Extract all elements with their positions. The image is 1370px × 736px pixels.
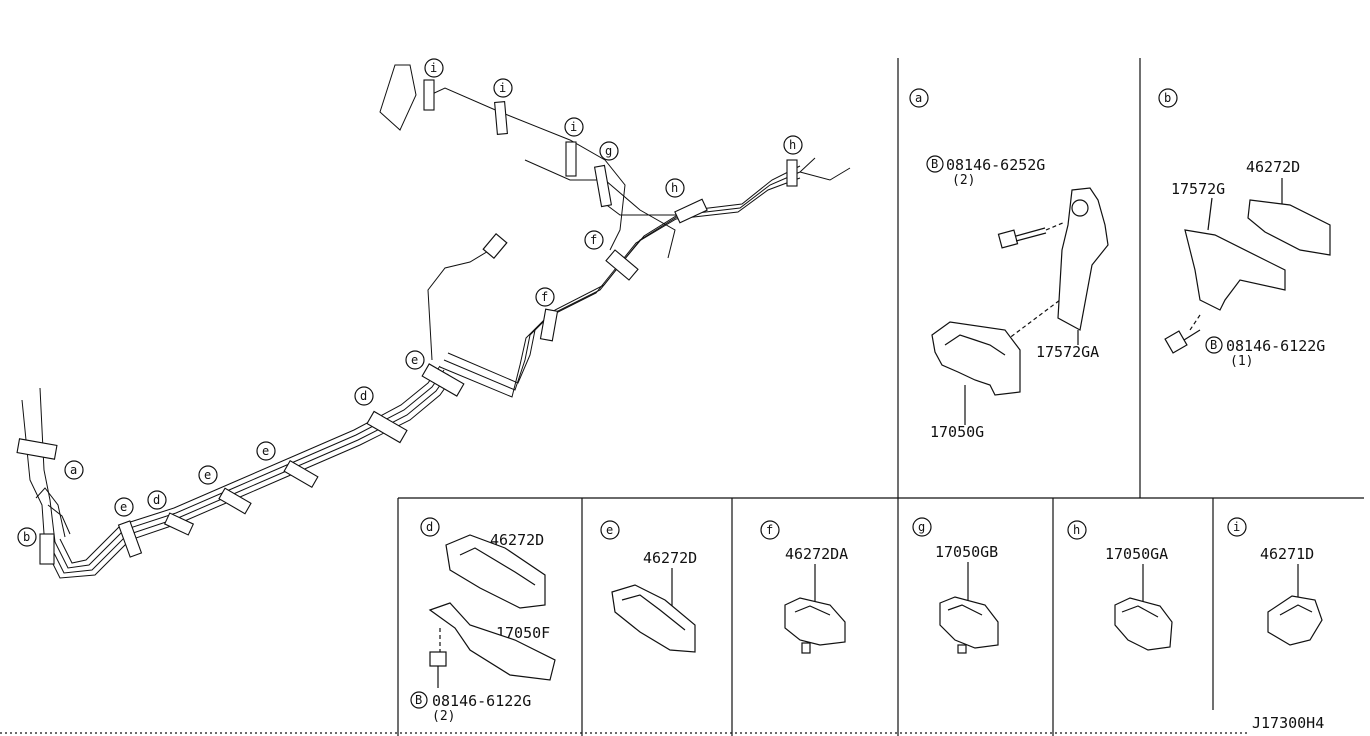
svg-text:d: d	[153, 493, 160, 507]
panel-f-clip-pn: 46272DA	[785, 545, 848, 563]
svg-text:h: h	[671, 181, 678, 195]
svg-text:f: f	[590, 233, 597, 247]
panel-a: a B 08146-6252G (2) 17572GA 17050G	[909, 88, 1109, 441]
callout-f1: f	[535, 287, 555, 307]
callout-i2: i	[493, 78, 513, 98]
callout-a: a	[64, 460, 84, 480]
panel-d: d 46272D 17050F B 08146-6122G (2)	[410, 517, 556, 724]
panel-b: b 46272D 17572G B 08146-6122G (1)	[1158, 88, 1331, 369]
svg-text:i: i	[570, 120, 577, 134]
svg-text:a: a	[915, 91, 922, 105]
panel-d-bolt-pn: 08146-6122G	[432, 692, 531, 710]
svg-text:h: h	[1073, 523, 1080, 537]
callout-e1: e	[114, 497, 134, 517]
svg-text:i: i	[1233, 520, 1240, 534]
panel-h-clip-pn: 17050GA	[1105, 545, 1168, 563]
panel-g: g 17050GB	[912, 517, 999, 654]
main-tube-assembly	[21, 64, 851, 579]
callout-g: g	[599, 141, 619, 161]
panel-a-bolt-qty: (2)	[952, 173, 975, 188]
panel-a-bracket-pn: 17572GA	[1036, 343, 1099, 361]
svg-text:B: B	[415, 693, 422, 707]
svg-text:e: e	[204, 468, 211, 482]
callout-e2: e	[198, 465, 218, 485]
panel-h: h 17050GA	[1067, 520, 1173, 651]
callout-e4: e	[405, 350, 425, 370]
panel-e-clip-pn: 46272D	[643, 549, 697, 567]
callout-e3: e	[256, 441, 276, 461]
panel-b-bracket-pn: 17572G	[1171, 180, 1225, 198]
svg-text:i: i	[430, 61, 437, 75]
callout-f2: f	[584, 230, 604, 250]
panel-d-bolt-qty: (2)	[432, 709, 455, 724]
panel-b-bolt-qty: (1)	[1230, 354, 1253, 369]
svg-text:e: e	[411, 353, 418, 367]
panel-a-clamp-pn: 17050G	[930, 423, 984, 441]
panel-e: e 46272D	[600, 520, 697, 653]
svg-text:B: B	[1210, 338, 1217, 352]
callout-b: b	[17, 527, 37, 547]
callout-d2: d	[354, 386, 374, 406]
panel-i: i 46271D	[1227, 517, 1323, 646]
panel-g-clip-pn: 17050GB	[935, 543, 998, 561]
callout-i3: i	[424, 58, 444, 78]
main-callouts: a b e d e e d e f f h g i i i h	[17, 58, 803, 547]
panel-d-bracket-pn: 17050F	[496, 624, 550, 642]
svg-text:g: g	[918, 520, 925, 534]
panel-i-clip-pn: 46271D	[1260, 545, 1314, 563]
svg-text:b: b	[23, 530, 30, 544]
callout-d1: d	[147, 490, 167, 510]
panel-b-clip-pn: 46272D	[1246, 158, 1300, 176]
svg-text:e: e	[120, 500, 127, 514]
panel-a-bolt-pn: 08146-6252G	[946, 156, 1045, 174]
svg-text:f: f	[766, 523, 773, 537]
panel-b-bolt-pn: 08146-6122G	[1226, 337, 1325, 355]
panel-borders	[397, 58, 1364, 736]
panel-d-clip-pn: 46272D	[490, 531, 544, 549]
diagram-code: J17300H4	[1252, 714, 1324, 732]
svg-text:g: g	[605, 144, 612, 158]
svg-text:i: i	[499, 81, 506, 95]
callout-h1: h	[665, 178, 685, 198]
svg-text:f: f	[541, 290, 548, 304]
panel-f: f 46272DA	[760, 520, 848, 654]
svg-text:d: d	[360, 389, 367, 403]
svg-text:b: b	[1164, 91, 1171, 105]
svg-text:d: d	[426, 520, 433, 534]
svg-text:e: e	[606, 523, 613, 537]
callout-i1: i	[564, 117, 584, 137]
callout-h2: h	[783, 135, 803, 155]
svg-text:B: B	[931, 157, 938, 171]
svg-text:e: e	[262, 444, 269, 458]
svg-text:a: a	[70, 463, 77, 477]
svg-text:h: h	[789, 138, 796, 152]
main-clip-markers	[16, 79, 798, 565]
